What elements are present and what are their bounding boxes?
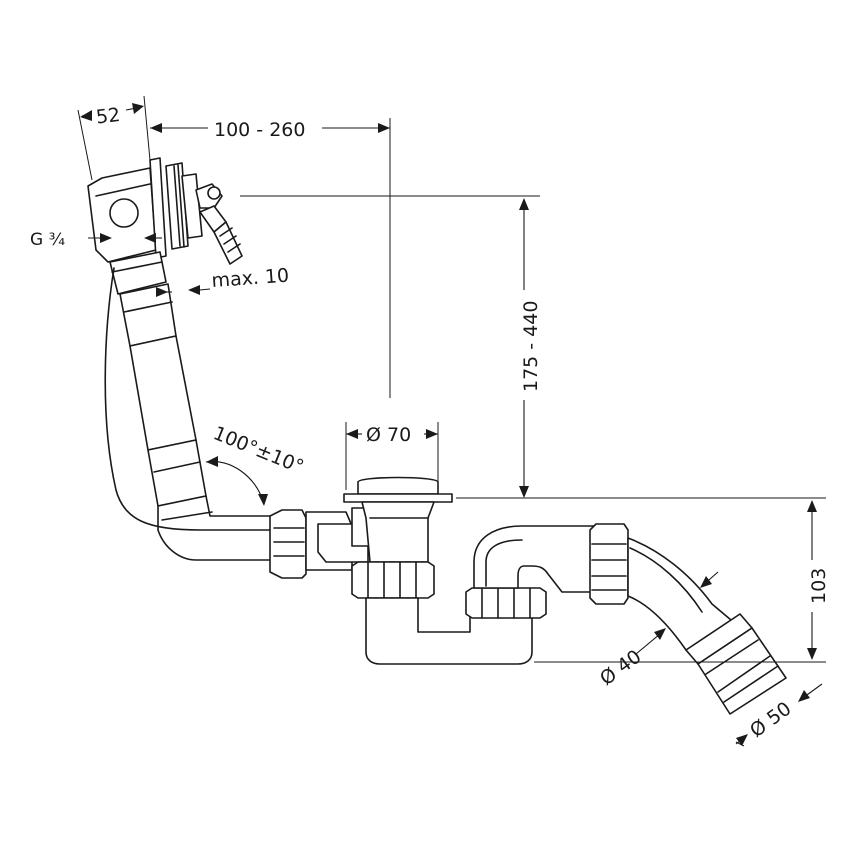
dimension-lines [77, 95, 826, 747]
dim-label-max-10: max. 10 [211, 265, 290, 292]
trap [351, 525, 601, 665]
dim-label-g34: G ¾ [30, 230, 65, 250]
dim-label-diameter-70: Ø 70 [366, 424, 411, 446]
outlet-elbow [589, 523, 787, 715]
dim-label-angle: 100°±10° [210, 422, 307, 478]
dim-label-100-260: 100 - 260 [214, 119, 305, 141]
overflow-pipe [104, 251, 277, 561]
dim-label-diameter-50: Ø 50 [746, 698, 795, 742]
dim-label-52: 52 [95, 104, 122, 129]
dim-label-103: 103 [808, 568, 830, 604]
overflow-head [87, 157, 243, 265]
dim-label-175-440: 175 - 440 [520, 301, 542, 392]
